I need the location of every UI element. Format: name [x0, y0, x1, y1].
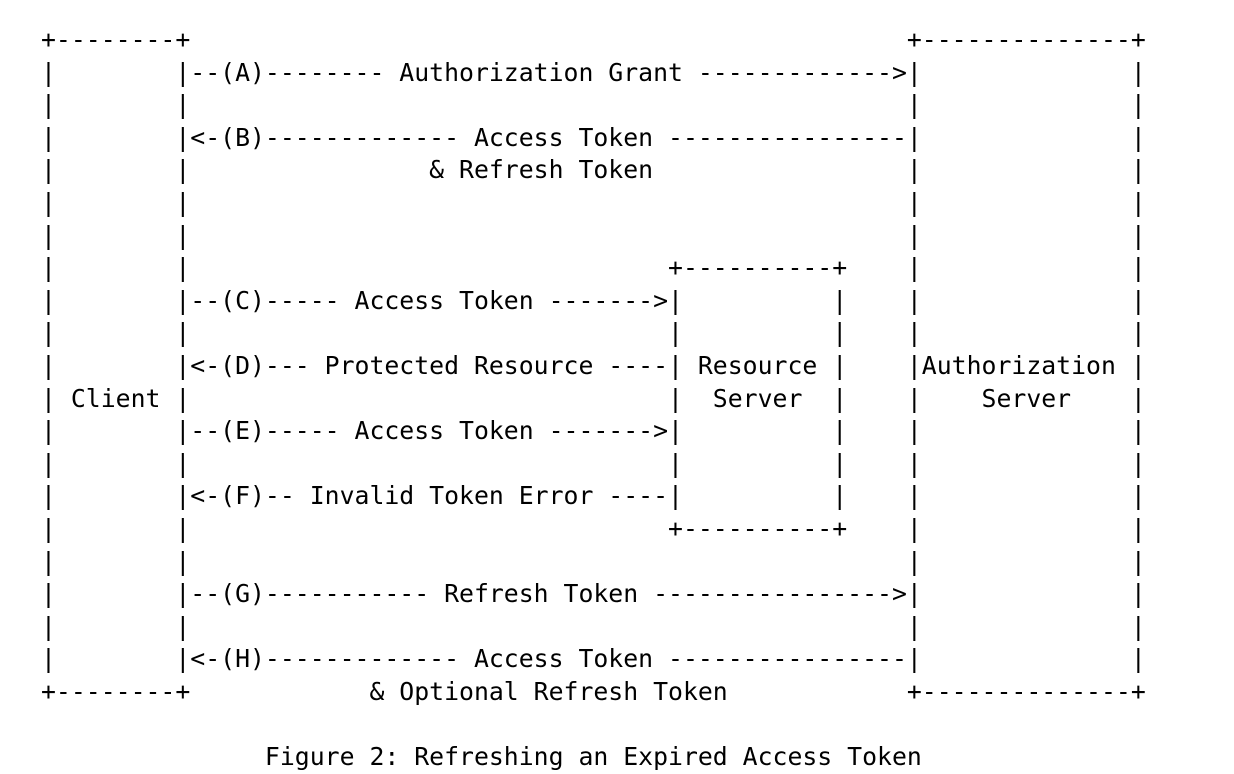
figure-caption: Figure 2: Refreshing an Expired Access T… [264, 742, 922, 772]
ascii-sequence-diagram: +--------+ +--------------+ | |--(A)----… [41, 25, 1146, 706]
